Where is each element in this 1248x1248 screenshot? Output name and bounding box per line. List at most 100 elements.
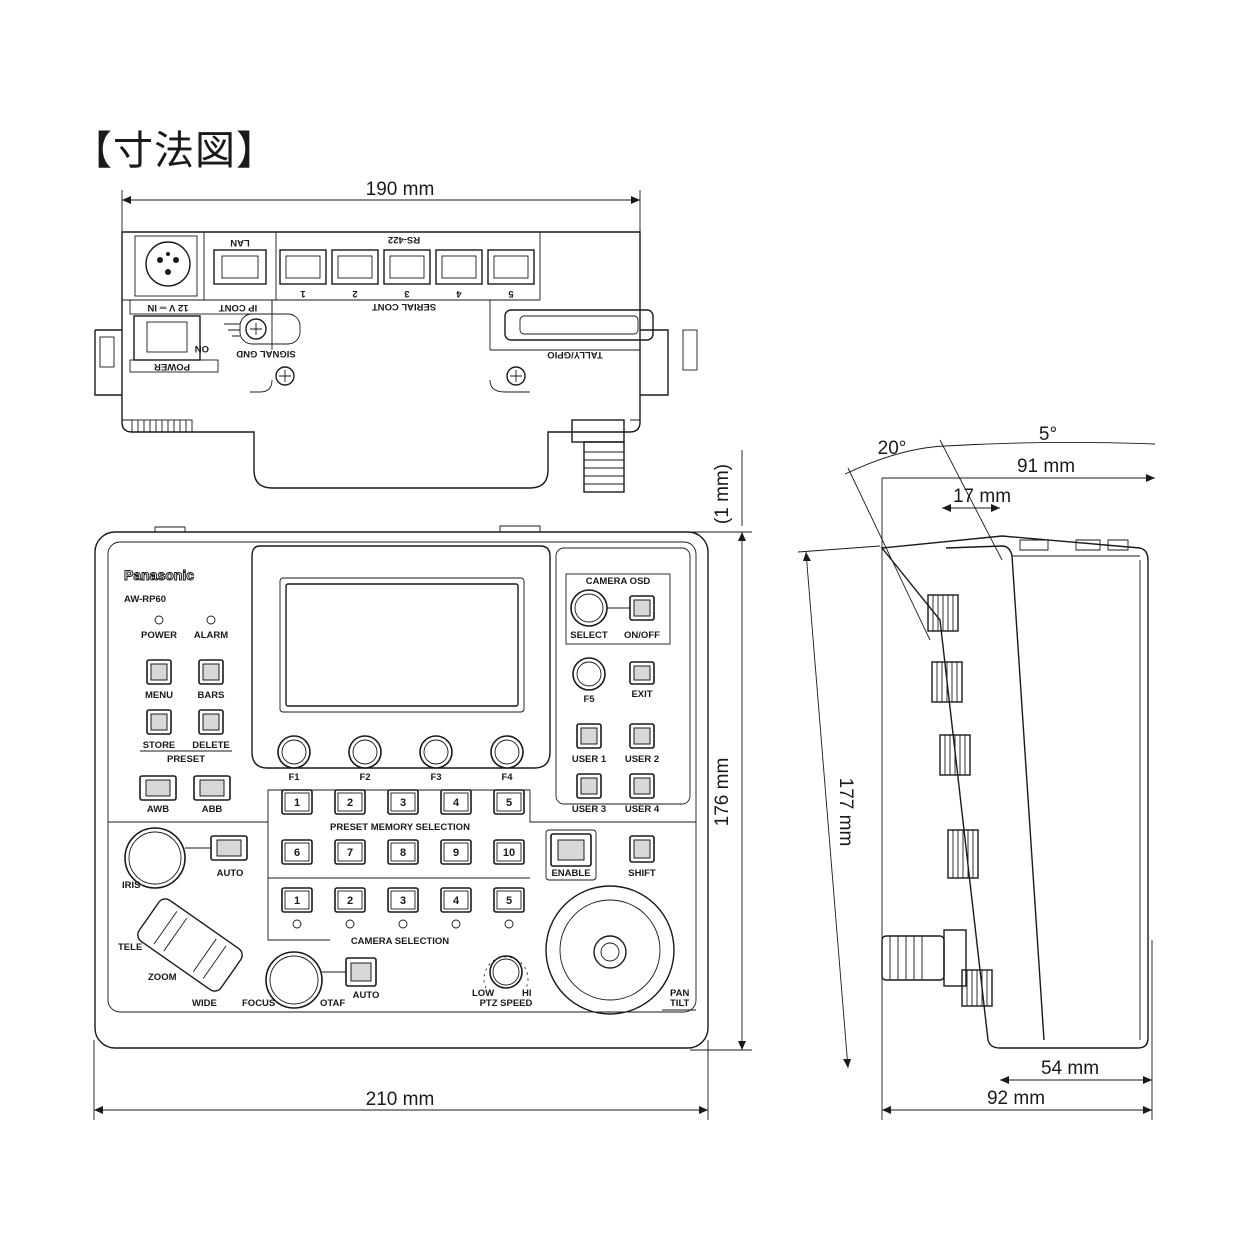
function-knob-label: F4	[501, 772, 513, 783]
osd-on-off-button[interactable]	[629, 595, 655, 621]
camera-button-label: 1	[294, 895, 300, 907]
preset-button-3[interactable]: 3	[387, 789, 419, 815]
function-knob-label: F1	[288, 772, 300, 783]
otaf-label: OTAF	[320, 998, 345, 1009]
menu-button[interactable]	[146, 659, 172, 685]
serial-port-2: 2	[331, 249, 379, 299]
angle-5-label: 5°	[1039, 424, 1057, 445]
user2-label: USER 2	[625, 754, 659, 765]
serial-port-number: 5	[508, 288, 514, 299]
alarm-led	[206, 615, 216, 625]
preset-button-1[interactable]: 1	[281, 789, 313, 815]
power-led	[154, 615, 164, 625]
serial-cont-label: SERIAL CONT	[372, 301, 436, 312]
side-knob	[961, 969, 993, 1007]
user1-button[interactable]	[576, 723, 602, 749]
bars-label: BARS	[198, 690, 225, 701]
ptz-low-label: LOW	[472, 988, 494, 999]
serial-port-number: 4	[456, 288, 462, 299]
depth-91-label: 91 mm	[1017, 456, 1075, 477]
camera-led	[451, 919, 461, 929]
osd-on-off-label: ON/OFF	[624, 630, 660, 641]
focus-knob[interactable]	[265, 951, 323, 1009]
preset-button-9[interactable]: 9	[440, 839, 472, 865]
osd-select-knob[interactable]	[570, 589, 608, 627]
power-label: POWER	[154, 361, 190, 372]
user3-button[interactable]	[576, 773, 602, 799]
enable-button[interactable]	[550, 833, 592, 867]
preset-button-label: 5	[506, 797, 512, 809]
serial-port-5: 5	[487, 249, 535, 299]
camera-button-3[interactable]: 3	[387, 887, 419, 913]
brand-label: Panasonic	[124, 567, 194, 583]
preset-button-8[interactable]: 8	[387, 839, 419, 865]
user4-button[interactable]	[629, 773, 655, 799]
preset-button-label: 9	[453, 847, 459, 859]
preset-button-6[interactable]: 6	[281, 839, 313, 865]
shift-button[interactable]	[629, 835, 655, 863]
exit-button[interactable]	[629, 661, 655, 685]
camera-button-2[interactable]: 2	[334, 887, 366, 913]
delete-button[interactable]	[198, 709, 224, 735]
osd-select-label: SELECT	[570, 630, 608, 641]
store-button[interactable]	[146, 709, 172, 735]
tele-label: TELE	[118, 942, 142, 953]
ptz-speed-knob[interactable]	[489, 955, 523, 989]
function-knob-f4[interactable]	[490, 735, 524, 769]
side-knob	[939, 734, 971, 776]
camera-button-label: 4	[453, 895, 460, 907]
zoom-rocker[interactable]	[135, 896, 246, 994]
camera-button-label: 5	[506, 895, 512, 907]
tally-gpio-label: TALLY/GPIO	[547, 349, 602, 360]
tilt-label: TILT	[670, 998, 690, 1009]
menu-label: MENU	[145, 690, 173, 701]
preset-button-label: 1	[294, 797, 300, 809]
user4-label: USER 4	[625, 804, 660, 815]
preset-button-label: 8	[400, 847, 406, 859]
iris-knob[interactable]	[124, 827, 186, 889]
camera-button-1[interactable]: 1	[281, 887, 313, 913]
preset-button-label: 10	[503, 847, 515, 859]
pan-tilt-joystick[interactable]	[545, 885, 675, 1015]
signal-gnd-label: SIGNAL GND	[236, 348, 296, 359]
focus-auto-label: AUTO	[353, 990, 380, 1001]
preset-button-5[interactable]: 5	[493, 789, 525, 815]
function-knob-f2[interactable]	[348, 735, 382, 769]
preset-button-10[interactable]: 10	[493, 839, 525, 865]
camera-button-label: 2	[347, 895, 353, 907]
diag-177-label: 177 mm	[835, 778, 856, 847]
awb-button[interactable]	[139, 775, 177, 801]
abb-button[interactable]	[193, 775, 231, 801]
f5-knob[interactable]	[572, 657, 606, 691]
serial-port-number: 3	[404, 288, 409, 299]
front-width-label: 210 mm	[366, 1089, 435, 1110]
focus-auto-button[interactable]	[345, 957, 377, 987]
camera-button-label: 3	[400, 895, 406, 907]
iris-auto-label: AUTO	[217, 868, 244, 879]
function-knob-f1[interactable]	[277, 735, 311, 769]
preset-memory-selection-label: PRESET MEMORY SELECTION	[330, 822, 470, 833]
rear-width-label: 190 mm	[366, 179, 435, 200]
preset-button-label: 7	[347, 847, 353, 859]
function-knob-f3[interactable]	[419, 735, 453, 769]
preset-button-7[interactable]: 7	[334, 839, 366, 865]
iris-auto-button[interactable]	[210, 835, 248, 861]
camera-button-5[interactable]: 5	[493, 887, 525, 913]
preset-button-label: 6	[294, 847, 300, 859]
side-knob	[931, 661, 963, 703]
side-view: 20° 5° 91 mm 17 mm 177 mm 54 mm 92 mm	[797, 424, 1156, 1120]
camera-button-4[interactable]: 4	[440, 887, 472, 913]
side-knob	[927, 594, 959, 632]
preset-button-2[interactable]: 2	[334, 789, 366, 815]
focus-label: FOCUS	[242, 998, 275, 1009]
zoom-label: ZOOM	[148, 972, 177, 983]
user2-button[interactable]	[629, 723, 655, 749]
alarm-led-label: ALARM	[194, 630, 228, 641]
awb-label: AWB	[147, 804, 169, 815]
model-label: AW-RP60	[124, 594, 166, 605]
function-knob-label: F2	[359, 772, 370, 783]
preset-button-4[interactable]: 4	[440, 789, 472, 815]
side-knob	[947, 829, 979, 879]
front-view: 210 mm 176 mm (1 mm) Panasonic AW-RP60 P…	[93, 450, 752, 1120]
bars-button[interactable]	[198, 659, 224, 685]
